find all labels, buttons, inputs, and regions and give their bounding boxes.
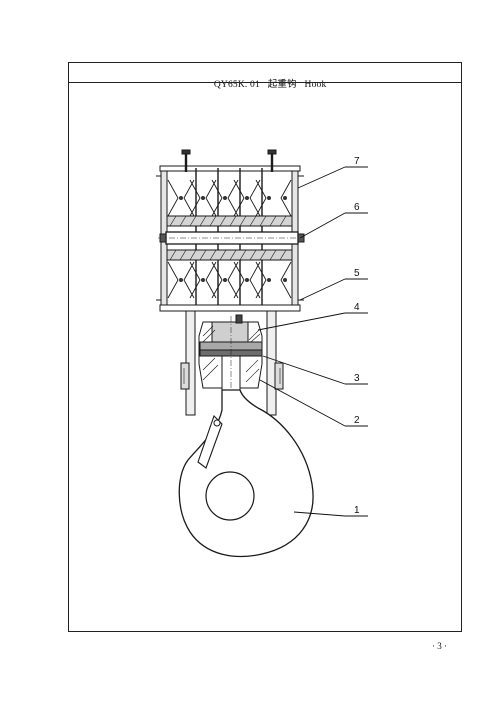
callout-labels: 7 6 5 4 3 2 1	[354, 156, 360, 516]
callout-1: 1	[354, 505, 360, 516]
callout-2: 2	[354, 415, 360, 426]
drawing-title-en: Hook	[304, 80, 327, 90]
drawing-frame: QY65K. 01 起重钩 Hook	[68, 62, 462, 632]
callout-leaders	[257, 166, 368, 517]
callout-4: 4	[354, 302, 360, 313]
header-divider	[69, 82, 461, 83]
callout-7: 7	[354, 156, 360, 167]
drawing-code: QY65K. 01	[213, 80, 260, 90]
callout-5: 5	[354, 268, 360, 279]
page-number: · 3 ·	[432, 641, 447, 651]
callout-3: 3	[354, 373, 360, 384]
sheave-block	[156, 149, 305, 312]
callout-6: 6	[354, 202, 360, 213]
drawing-title-cn: 起重钩	[267, 80, 297, 90]
drawing-title: QY65K. 01 起重钩 Hook	[69, 66, 461, 100]
crosshead	[180, 310, 284, 416]
hook-body	[178, 389, 314, 558]
